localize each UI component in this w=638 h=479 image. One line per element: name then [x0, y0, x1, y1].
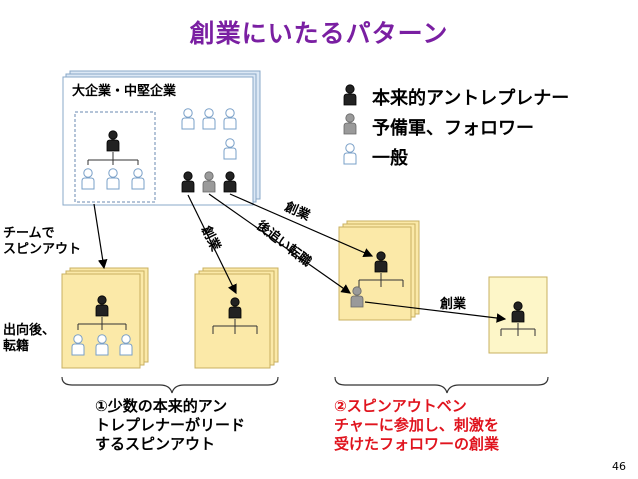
legend-label-follower: 予備軍、フォロワー: [372, 118, 534, 139]
general-person-icon: [202, 108, 216, 130]
team-spinout-line1: チームで: [3, 226, 55, 241]
right-caption-line3: 受けたフォロワーの創業: [334, 435, 500, 453]
entrepreneur-icon: [181, 171, 195, 193]
follower-venture-d: [488, 276, 548, 354]
page-title: 創業にいたるパターン: [189, 19, 449, 48]
legend-label-general: 一般: [372, 148, 408, 169]
flow-arrows: [93, 193, 507, 323]
company-team-tree: [81, 130, 145, 190]
follower-icon: [202, 171, 216, 193]
left-brace: [61, 376, 279, 394]
secondment-label: 出向後、 転籍: [3, 323, 55, 355]
right-brace: [334, 376, 549, 394]
right-caption-line1: ②スピンアウトベン: [334, 397, 467, 415]
general-person-icon: [181, 108, 195, 130]
spinout-venture-b: [194, 267, 279, 369]
team-spinout-line2: スピンアウト: [3, 242, 82, 257]
member-icon: [131, 168, 145, 190]
team-spinout-label: チームで スピンアウト: [3, 226, 81, 258]
left-caption-line2: トレプレナーがリード: [95, 416, 246, 434]
left-caption-line1: ①少数の本来的アン: [95, 397, 228, 415]
arrow-team-spinout: [93, 203, 108, 270]
page-number: 46: [612, 460, 626, 473]
arrow-chase-transfer: [208, 193, 351, 294]
legend-label-entrepreneur: 本来的アントレプレナー: [372, 88, 570, 109]
arrow-founding-d: [364, 301, 507, 323]
right-caption: ②スピンアウトベン チャーに参加し、刺激を 受けたフォロワーの創業: [334, 397, 499, 454]
legend-general-icon: [343, 143, 357, 165]
right-caption-line2: チャーに参加し、刺激を: [334, 416, 499, 434]
arrow-founding-c: [229, 193, 374, 258]
general-person-icon: [223, 108, 237, 130]
member-icon: [81, 168, 95, 190]
legend-entrepreneur-icon: [343, 84, 357, 106]
legend-follower-icon: [343, 113, 357, 135]
legend-icons: [343, 84, 357, 165]
left-caption-line3: するスピンアウト: [95, 435, 216, 453]
company-label: 大企業・中堅企業: [72, 84, 177, 99]
secondment-line2: 転籍: [3, 339, 30, 354]
left-caption: ①少数の本来的アン トレプレナーがリード するスピンアウト: [95, 397, 245, 454]
entrepreneur-icon: [223, 171, 237, 193]
arrow-founding-b: [187, 194, 237, 295]
follower-icon: [350, 286, 364, 308]
member-icon: [106, 168, 120, 190]
spinout-venture-c: [338, 220, 420, 321]
general-person-icon: [223, 138, 237, 160]
spinout-venture-a: [61, 267, 149, 369]
team-leader-icon: [106, 130, 120, 152]
company-block: [62, 70, 261, 206]
secondment-line1: 出向後、: [3, 323, 56, 338]
founding-right-label: 創業: [440, 297, 467, 312]
group-braces: [61, 376, 549, 394]
